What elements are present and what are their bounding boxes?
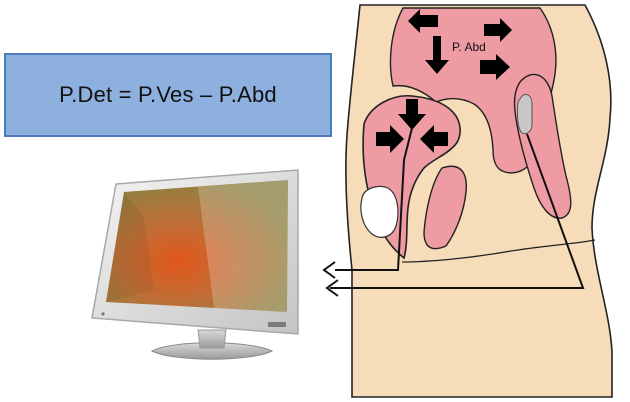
formula-text: P.Det = P.Ves – P.Abd — [59, 82, 277, 107]
return-arrow-icon — [325, 279, 339, 297]
abdominal-pressure-arrows — [408, 9, 512, 80]
return-arrow-icon — [322, 261, 336, 279]
monitor-icon — [91, 169, 299, 360]
monitor-stand-neck — [197, 329, 227, 349]
abdominal-pressure-label: P. Abd — [452, 40, 486, 54]
abdomen-region — [389, 7, 557, 174]
return-arrows — [322, 261, 339, 297]
pressure-arrow-icon — [420, 125, 448, 153]
pubic-bone — [360, 185, 399, 238]
screen-shadow — [106, 192, 154, 302]
rectum-region — [423, 165, 467, 250]
catheter-lines — [330, 127, 585, 289]
pressure-arrow-icon — [480, 54, 510, 80]
pressure-arrow-icon — [425, 36, 449, 74]
power-led — [101, 312, 105, 316]
monitor-stand-base — [150, 342, 274, 360]
pelvic-floor — [401, 239, 596, 263]
monitor-screen — [106, 180, 288, 312]
power-button — [268, 322, 286, 327]
rectal-balloon — [516, 93, 533, 135]
bladder-pressure-arrows — [376, 99, 448, 153]
pressure-arrow-icon — [408, 9, 438, 33]
catheter-line — [330, 133, 585, 289]
catheter-line — [335, 127, 413, 271]
pressure-arrow-icon — [376, 125, 404, 153]
pressure-arrow-icon — [398, 99, 426, 130]
formula-box: P.Det = P.Ves – P.Abd — [4, 53, 332, 137]
pressure-arrow-icon — [484, 18, 512, 42]
screen-reflection — [198, 180, 288, 312]
